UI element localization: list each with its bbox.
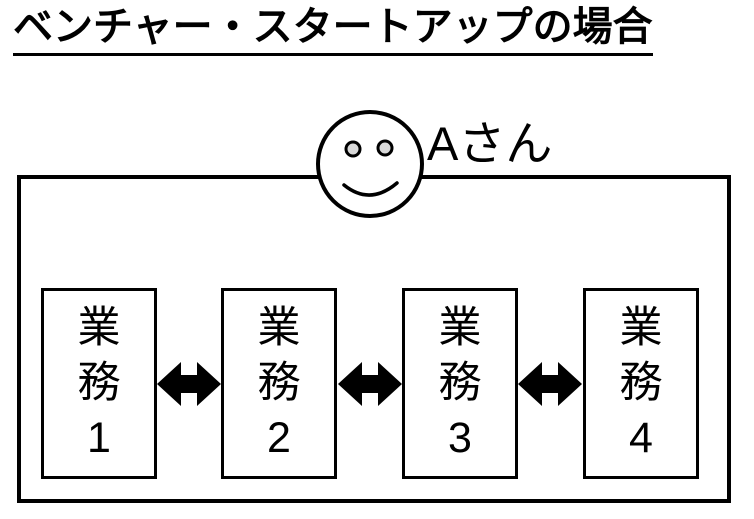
task-box-label: 業 務 4 [619,304,663,462]
task-box-2: 業 務 2 [221,288,337,479]
task-box-label: 業 務 1 [77,304,121,462]
task-box-label: 業 務 2 [257,304,301,462]
task-box-1: 業 務 1 [41,288,157,479]
double-arrow-icon [157,362,221,406]
task-box-4: 業 務 4 [583,288,699,479]
double-arrow-icon [518,362,582,406]
smiley-face-icon [316,110,424,218]
task-box-label: 業 務 3 [438,304,482,462]
right-eye [376,139,394,157]
double-arrow-icon [338,362,402,406]
task-box-3: 業 務 3 [402,288,518,479]
diagram-title: ベンチャー・スタートアップの場合 [13,2,653,56]
person-label: Aさん [427,117,553,170]
left-eye [344,140,362,158]
smile [342,181,399,197]
